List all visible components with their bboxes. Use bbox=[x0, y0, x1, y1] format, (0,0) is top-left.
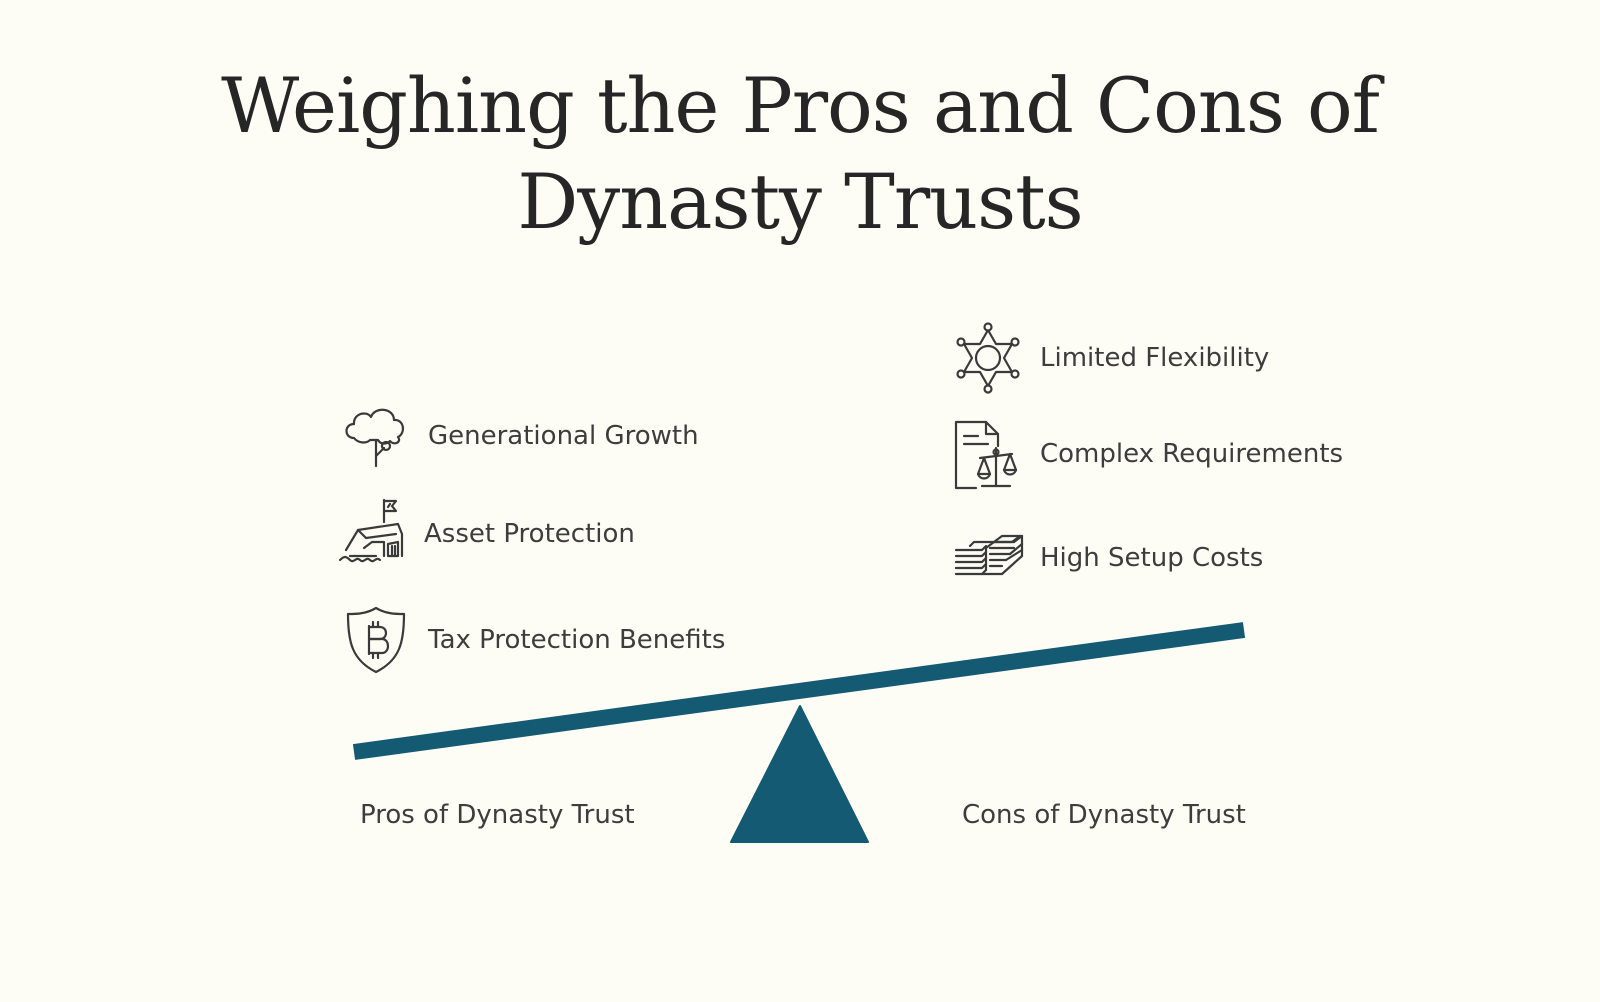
cons-item-label: High Setup Costs bbox=[1040, 543, 1264, 573]
star-network-icon bbox=[952, 322, 1024, 394]
cons-item-limited-flexibility: Limited Flexibility bbox=[952, 322, 1269, 394]
seesaw-fulcrum bbox=[730, 705, 869, 843]
money-stack-icon bbox=[952, 522, 1024, 594]
cloud-tree-icon bbox=[340, 400, 412, 472]
pros-item-label: Asset Protection bbox=[424, 519, 635, 549]
pros-label: Pros of Dynasty Trust bbox=[360, 800, 635, 830]
pros-item-asset-protection: Asset Protection bbox=[336, 498, 635, 570]
bitcoin-shield-icon bbox=[340, 604, 412, 676]
cons-item-label: Complex Requirements bbox=[1040, 439, 1344, 469]
page-title: Weighing the Pros and Cons of Dynasty Tr… bbox=[0, 58, 1600, 250]
title-line-1: Weighing the Pros and Cons of bbox=[221, 61, 1380, 150]
pros-item-tax-protection: Tax Protection Benefits bbox=[340, 604, 725, 676]
cons-item-label: Limited Flexibility bbox=[1040, 343, 1270, 373]
castle-flag-icon bbox=[336, 498, 408, 570]
cons-label: Cons of Dynasty Trust bbox=[962, 800, 1246, 830]
title-line-2: Dynasty Trusts bbox=[517, 157, 1083, 246]
pros-item-generational-growth: Generational Growth bbox=[340, 400, 699, 472]
cons-item-high-setup-costs: High Setup Costs bbox=[952, 522, 1263, 594]
seesaw-beam bbox=[352, 622, 1246, 760]
pros-item-label: Tax Protection Benefits bbox=[428, 625, 726, 655]
pros-item-label: Generational Growth bbox=[428, 421, 699, 451]
cons-item-complex-requirements: Complex Requirements bbox=[952, 418, 1343, 490]
document-scales-icon bbox=[952, 418, 1024, 490]
